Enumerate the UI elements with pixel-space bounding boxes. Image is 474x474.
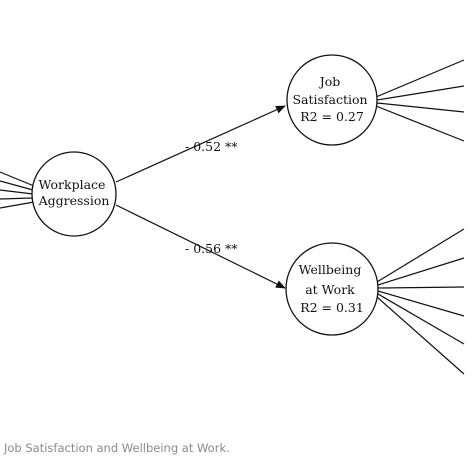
- label-aggression-to-satisfaction: - 0.52 **: [185, 139, 238, 154]
- node-label-line: R2 = 0.31: [300, 300, 364, 315]
- indicator-line: [0, 180, 34, 191]
- indicator-line: [377, 290, 465, 317]
- node-label: Job Satisfaction R2 = 0.27: [292, 74, 371, 124]
- indicator-line: [376, 102, 465, 113]
- indicator-line: [376, 85, 465, 101]
- node-label: Wellbeing at Work R2 = 0.31: [299, 262, 366, 315]
- arrow-aggression-to-wellbeing: [115, 204, 286, 289]
- indicator-line: [377, 293, 465, 345]
- node-wellbeing-at-work: Wellbeing at Work R2 = 0.31: [285, 242, 379, 336]
- label-aggression-to-wellbeing: - 0.56 **: [185, 241, 238, 256]
- node-label-line: Satisfaction: [292, 92, 367, 107]
- indicator-line: [375, 59, 465, 98]
- aggression-indicator-lines: [0, 171, 35, 209]
- node-label-line: Workplace: [39, 177, 106, 192]
- node-ellipse: [285, 242, 379, 336]
- node-label-line: Wellbeing: [299, 262, 362, 277]
- node-ellipse: [31, 151, 117, 237]
- node-label: Workplace Aggression: [38, 177, 110, 208]
- indicator-line: [376, 228, 465, 283]
- indicator-line: [375, 105, 465, 142]
- wellbeing-indicator-lines: [376, 228, 465, 375]
- indicator-line: [0, 189, 34, 195]
- node-job-satisfaction: Job Satisfaction R2 = 0.27: [286, 54, 378, 146]
- arrow-aggression-to-satisfaction: [115, 105, 286, 183]
- indicator-line: [376, 296, 465, 375]
- node-label-line: at Work: [305, 282, 355, 297]
- node-ellipse: [286, 54, 378, 146]
- indicator-line: [0, 197, 34, 200]
- node-workplace-aggression: Workplace Aggression: [31, 151, 117, 237]
- node-label-line: Aggression: [38, 193, 110, 208]
- node-label-line: R2 = 0.27: [300, 109, 364, 124]
- indicator-line: [0, 201, 35, 209]
- indicator-line: [377, 286, 465, 289]
- satisfaction-indicator-lines: [375, 59, 465, 142]
- node-label-line: Job: [318, 74, 341, 89]
- indicator-line: [0, 171, 35, 187]
- figure-caption: on Job Satisfaction and Wellbeing at Wor…: [0, 441, 230, 455]
- indicator-line: [377, 257, 465, 286]
